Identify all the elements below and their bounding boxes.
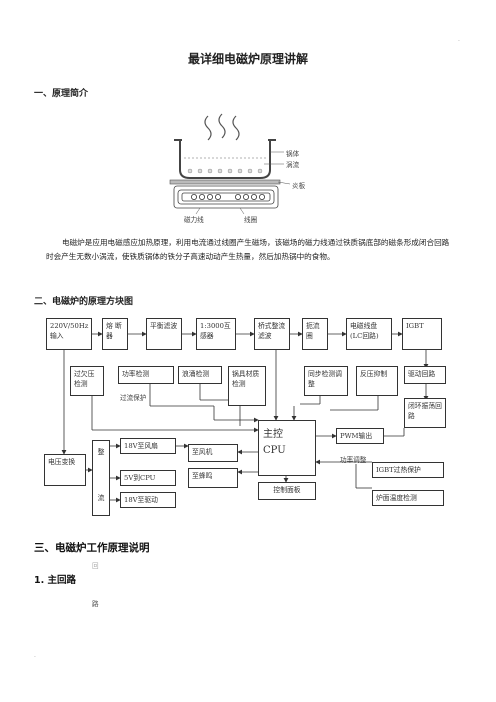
block-pot-detect: 锅具材质检测 [228,366,266,406]
rectify-bottom: 流 [97,494,105,502]
cpu-line1: 主控 [263,429,283,440]
block-surge-detect: 浪涌检测 [178,366,222,384]
block-surface-temp: 炉面温度检测 [372,490,444,506]
block-closed-loop: 闭环振荡回路 [404,398,446,428]
label-overcurrent: 过流保护 [120,394,147,402]
block-input: 220V/50Hz输入 [46,318,92,350]
sub1-heading: 1. 主回路 [34,575,77,586]
section2-heading: 二、电磁炉的原理方块图 [34,297,134,307]
intro-paragraph: 电磁炉是应用电磁感应加热原理，利用电流通过线圈产生磁场，该磁场的磁力线通过铁质锅… [46,238,450,261]
block-control-panel: 控制面板 [258,482,316,500]
label-plate: 炎板 [292,182,306,190]
label-pot-body: 锅体 [286,150,300,158]
corner-mark-bottom: . [34,652,36,659]
block-to-fan: 至风机 [188,444,238,462]
block-fuse: 熔 断器 [102,318,128,350]
block-to-buzzer: 至蜂鸣 [188,468,238,488]
glass-plate [169,179,281,185]
block-coil-lc: 电磁线盘(LC回路) [346,318,392,350]
section1-heading: 一、原理简介 [34,89,89,99]
section3-heading: 三、电磁炉工作原理说明 [34,542,150,554]
block-rectify: 整 流 [92,440,110,516]
block-transformer: 1:3000互感器 [196,318,236,350]
block-choke: 扼流圈 [302,318,328,350]
rectify-top: 整 [97,448,105,456]
block-igbt: IGBT [402,318,442,350]
sub1-text: 路 [92,600,99,608]
corner-mark-top: . [458,36,460,43]
block-drive-loop: 驱动回路 [404,366,446,384]
block-voltage-convert: 电压变换 [44,454,86,486]
block-sync-adjust: 同步检测调整 [304,366,348,396]
document-title: 最详细电磁炉原理讲解 [187,52,308,66]
block-18v-fan: 18V至风扇 [120,438,176,454]
block-balance-filter: 平衡滤波 [146,318,182,350]
block-back-pressure: 反压抑制 [356,366,398,396]
block-18v-drive: 18V至驱动 [120,492,176,508]
steam-icon [204,113,240,141]
label-eddy-current: 涡流 [286,161,300,169]
block-igbt-overheat: IGBT过热保护 [372,462,444,478]
label-magnetic-line: 磁力线 [184,216,204,224]
block-bridge: 桥式整流滤波 [254,318,290,350]
label-power-adjust: 功率调整 [340,456,367,464]
block-power-detect: 功率检测 [118,366,174,384]
block-cpu: 主控 CPU [258,420,316,476]
block-over-under-voltage: 过欠压检测 [70,366,104,396]
label-coil: 线圈 [244,216,258,224]
coil-icon [173,185,279,209]
block-5v-cpu: 5V到CPU [120,470,176,486]
block-pwm-out: PWM输出 [336,428,384,444]
induction-principle-figure [169,113,291,215]
cpu-line2: CPU [263,445,286,456]
stray-mark: 回 [92,562,99,570]
pot-icon [174,139,276,179]
